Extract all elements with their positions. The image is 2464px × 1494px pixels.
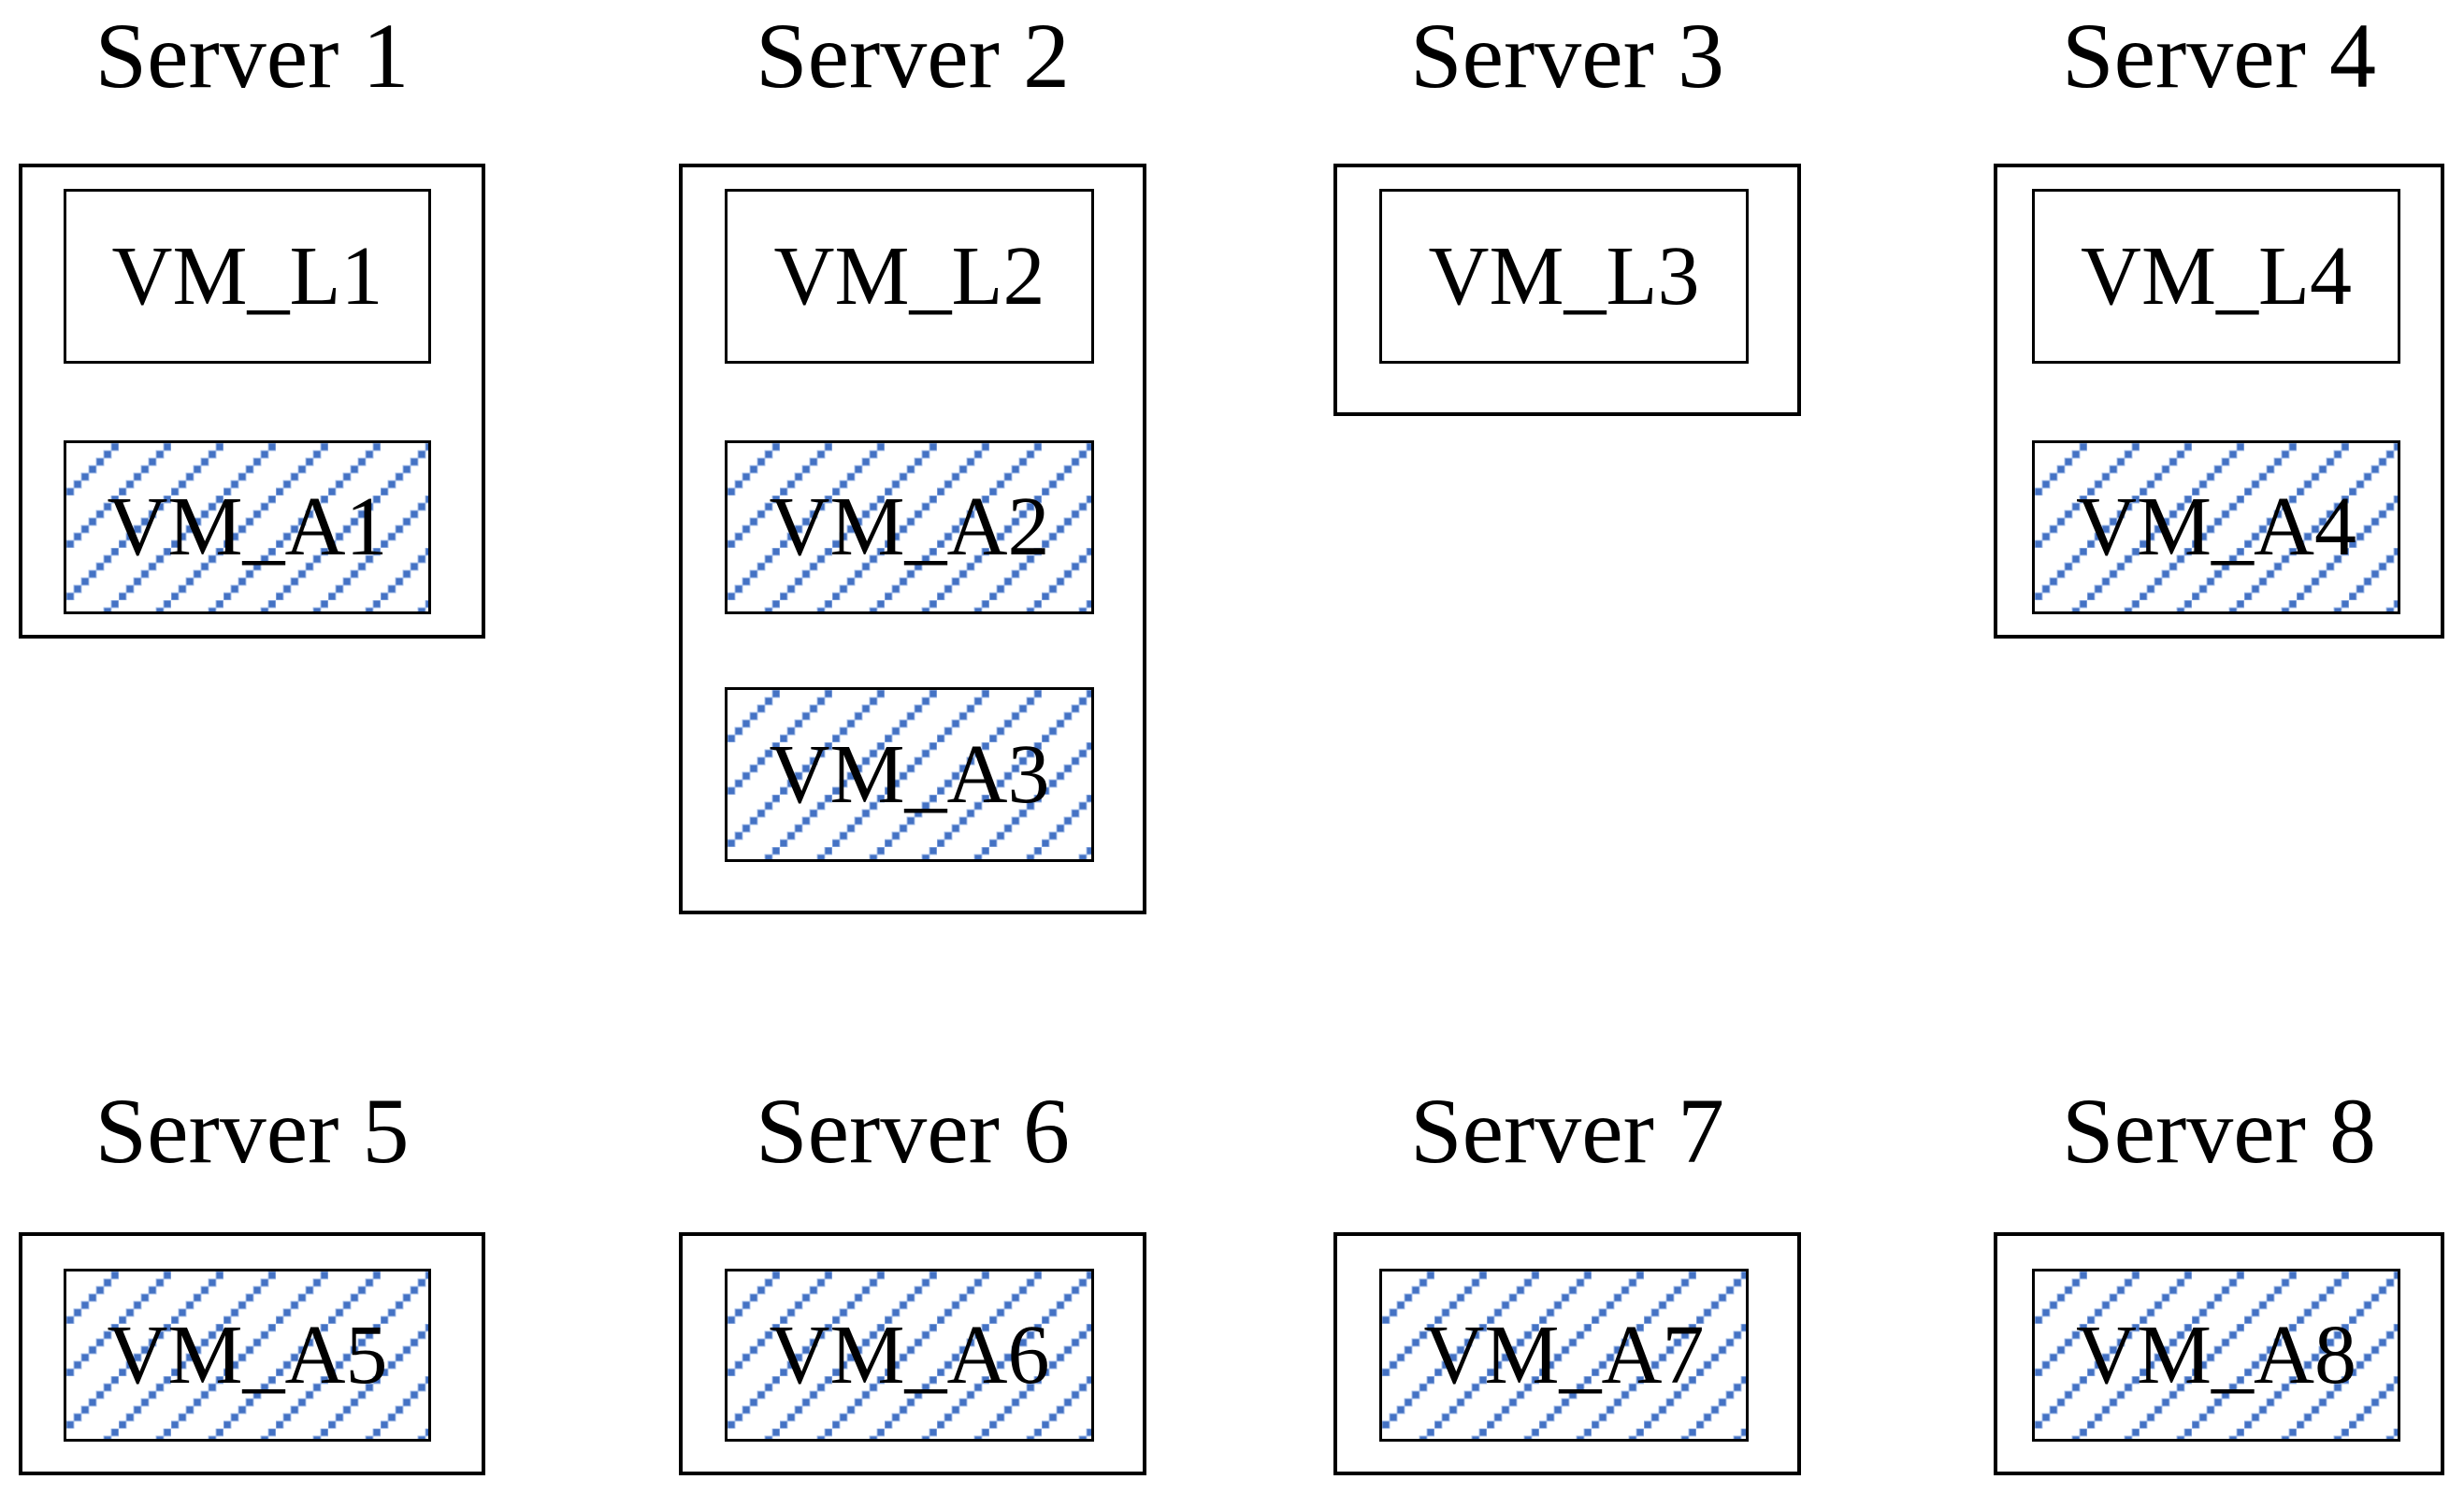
vm-box-vm-a8: VM_A8 xyxy=(2032,1269,2400,1442)
vm-a1-label: VM_A1 xyxy=(107,481,388,573)
diagonal-hatch-fill xyxy=(2035,1271,2398,1439)
diagonal-hatch-fill xyxy=(66,443,428,611)
vm-box-vm-l4: VM_L4 xyxy=(2032,189,2400,364)
server-7-title: Server 7 xyxy=(1410,1079,1724,1183)
diagonal-hatch-fill xyxy=(728,443,1091,611)
server-3-title: Server 3 xyxy=(1410,4,1724,108)
vm-a4-label: VM_A4 xyxy=(2075,481,2356,573)
vm-box-vm-a4: VM_A4 xyxy=(2032,440,2400,614)
vm-a7-label: VM_A7 xyxy=(1423,1308,1705,1401)
vm-a2-label: VM_A2 xyxy=(769,481,1050,573)
server-6-title: Server 6 xyxy=(756,1079,1070,1183)
diagonal-hatch-fill xyxy=(728,690,1091,859)
vm-l4-label: VM_L4 xyxy=(2081,229,2352,323)
diagonal-hatch-fill xyxy=(728,1271,1091,1439)
server-5-title: Server 5 xyxy=(94,1079,410,1183)
server-5-box: VM_A5 xyxy=(19,1232,485,1475)
vm-a6-label: VM_A6 xyxy=(769,1308,1050,1401)
vm-a8-label: VM_A8 xyxy=(2075,1308,2356,1401)
vm-a3-label: VM_A3 xyxy=(769,727,1050,821)
vm-box-vm-l2: VM_L2 xyxy=(725,189,1094,364)
diagonal-hatch-fill xyxy=(1382,1271,1746,1439)
server-4-title: Server 4 xyxy=(2062,4,2376,108)
vm-box-vm-a2: VM_A2 xyxy=(725,440,1094,614)
server-3-box: VM_L3 xyxy=(1333,164,1801,416)
server-1-box: VM_L1 VM_A1 xyxy=(19,164,485,639)
vm-box-vm-a6: VM_A6 xyxy=(725,1269,1094,1442)
server-7-box: VM_A7 xyxy=(1333,1232,1801,1475)
server-1-title: Server 1 xyxy=(94,4,410,108)
vm-box-vm-a7: VM_A7 xyxy=(1379,1269,1749,1442)
vm-box-vm-a3: VM_A3 xyxy=(725,687,1094,862)
server-2-title: Server 2 xyxy=(756,4,1070,108)
diagonal-hatch-fill xyxy=(66,1271,428,1439)
server-2-box: VM_L2 VM_A2 VM_A3 xyxy=(679,164,1146,914)
server-8-box: VM_A8 xyxy=(1994,1232,2444,1475)
vm-box-vm-l1: VM_L1 xyxy=(64,189,431,364)
vm-a5-label: VM_A5 xyxy=(107,1308,388,1401)
server-4-box: VM_L4 VM_A4 xyxy=(1994,164,2444,639)
diagonal-hatch-fill xyxy=(2035,443,2398,611)
vm-l2-label: VM_L2 xyxy=(773,229,1045,323)
server-6-box: VM_A6 xyxy=(679,1232,1146,1475)
vm-box-vm-a1: VM_A1 xyxy=(64,440,431,614)
vm-l3-label: VM_L3 xyxy=(1428,229,1700,323)
vm-box-vm-l3: VM_L3 xyxy=(1379,189,1749,364)
server-8-title: Server 8 xyxy=(2062,1079,2376,1183)
vm-l1-label: VM_L1 xyxy=(111,229,383,323)
vm-box-vm-a5: VM_A5 xyxy=(64,1269,431,1442)
